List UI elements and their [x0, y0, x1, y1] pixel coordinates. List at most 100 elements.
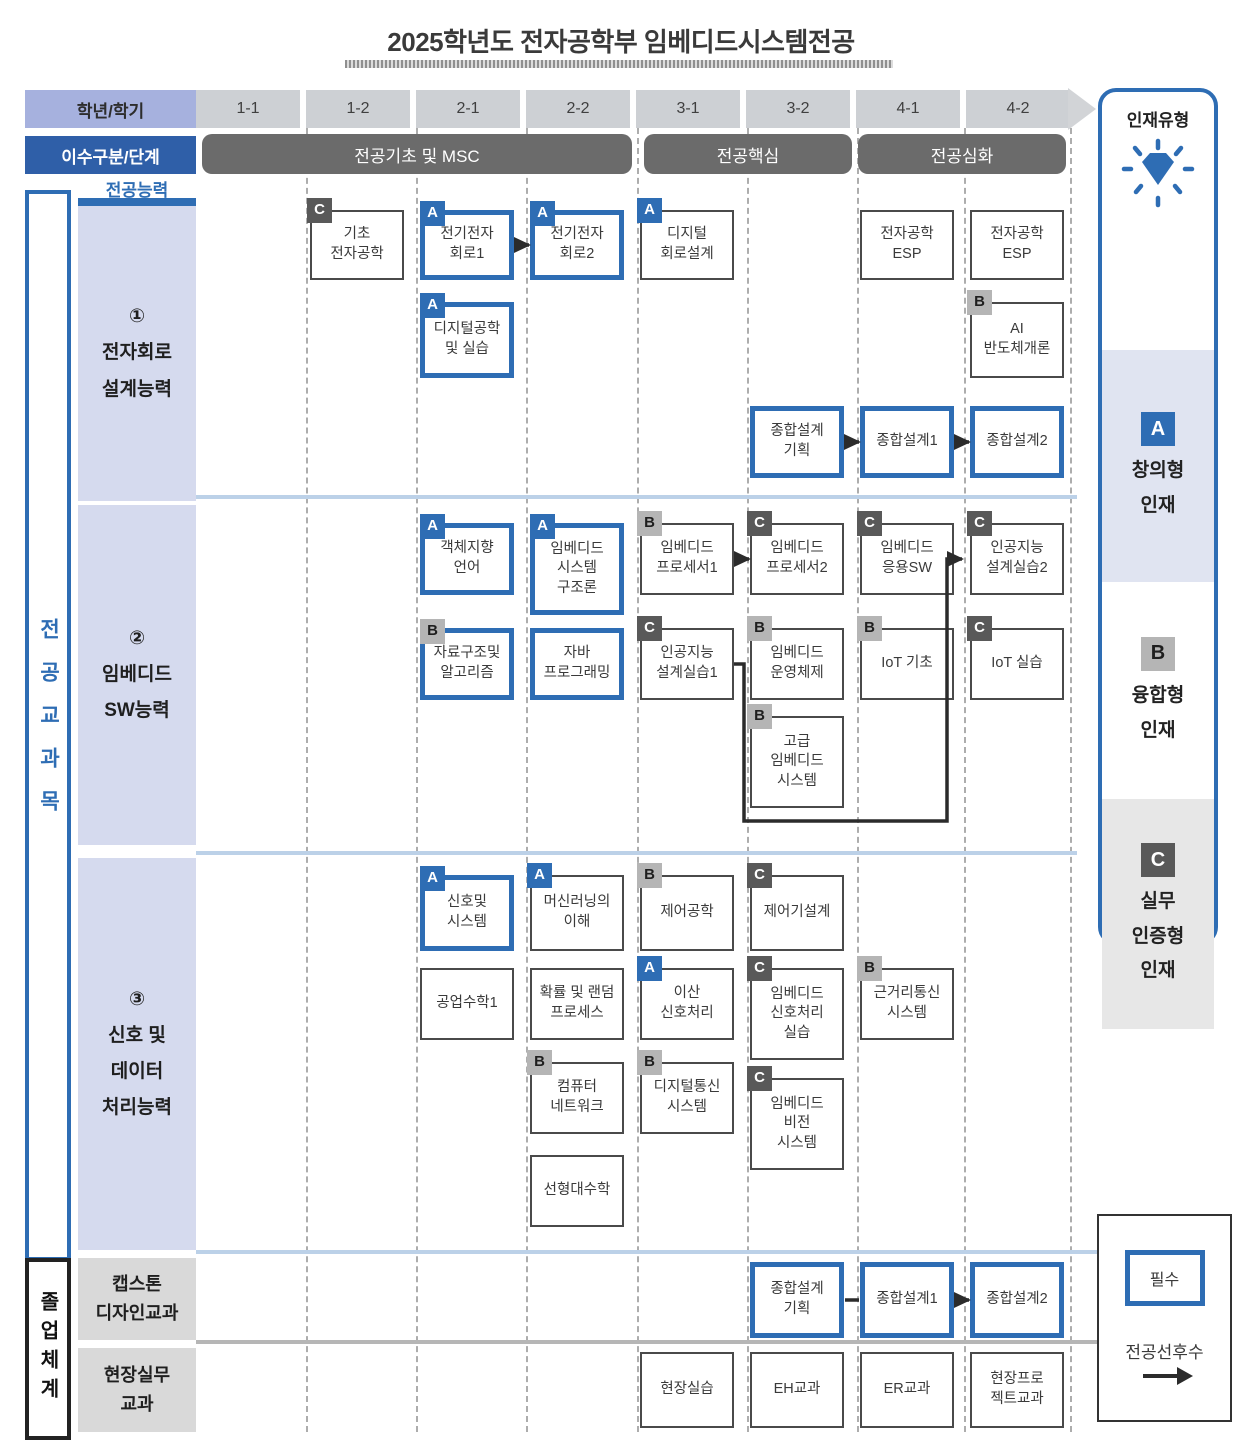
talent-badge-B: B	[637, 863, 662, 888]
talent-badge-A: A	[420, 201, 445, 226]
stage-bar-2: 전공핵심	[644, 134, 852, 174]
course-name-line: 임베디드	[880, 540, 934, 557]
column-divider	[416, 128, 418, 1432]
course-name-line: 설계실습2	[986, 560, 1048, 576]
course-name-line: 자료구조및	[433, 645, 501, 662]
prerequisite-key-label: 전공선후수	[1125, 1343, 1204, 1362]
course-name-line: 기획	[783, 443, 811, 459]
title-underline-hatch	[345, 60, 893, 68]
course-box-c43: ER교과	[860, 1352, 954, 1428]
semester-cell-3-2: 3-2	[746, 90, 850, 128]
course-name-line: 임베디드	[770, 753, 824, 770]
course-name-line: 임베디드	[550, 540, 604, 557]
course-name-line: 신호처리	[660, 1005, 714, 1021]
talent-badge-B: B	[857, 956, 882, 981]
diamond-icon	[1102, 136, 1214, 212]
talent-badge-B: B	[637, 1050, 662, 1075]
course-name-line: 이산	[673, 985, 701, 1002]
course-name-line: 프로세서2	[766, 560, 828, 576]
graduation-label-line: 현장실무	[103, 1365, 171, 1386]
course-name-line: EH교과	[773, 1381, 821, 1398]
talent-badge-C: C	[1141, 843, 1175, 878]
course-name-line: 임베디드	[770, 540, 824, 557]
course-name-line: 전자공학	[990, 226, 1044, 243]
course-name-line: 종합설계	[770, 423, 824, 440]
talent-badge-C: C	[967, 616, 992, 641]
course-name-line: 종합설계2	[986, 433, 1048, 450]
course-name-line: 시스템	[886, 1005, 928, 1021]
section-divider	[196, 851, 1077, 855]
talent-badge-C: C	[747, 863, 772, 888]
course-name-line: 및 실습	[444, 341, 490, 357]
course-name-line: 언어	[453, 560, 481, 576]
course-name-line: 젝트교과	[990, 1391, 1044, 1407]
course-name-line: ESP	[1002, 246, 1032, 262]
course-name-line: 이해	[563, 914, 591, 930]
course-name-line: 확률 및 랜덤	[539, 985, 615, 1002]
course-name-line: 시스템	[776, 1134, 818, 1151]
graduation-label-line: 교과	[120, 1394, 154, 1414]
graduation-sidebar: 졸업체계	[25, 1258, 71, 1440]
talent-badge-A: A	[527, 863, 552, 888]
course-name-line: 구조론	[556, 579, 598, 596]
course-box-c28: C 제어기설계	[747, 863, 844, 951]
talent-badge-B: B	[747, 616, 772, 641]
course-name-line: 프로그래밍	[543, 665, 611, 681]
column-divider	[747, 128, 749, 1432]
course-name-line: 공업수학1	[436, 995, 498, 1012]
course-name-line: 선형대수학	[543, 1182, 611, 1199]
page-title: 2025학년도 전자공학부 임베디드시스템전공	[387, 27, 855, 57]
course-name-line: 기획	[783, 1301, 811, 1317]
course-name-line: 제어기설계	[763, 904, 831, 921]
course-name-line: AI	[1010, 321, 1024, 338]
column-divider	[857, 128, 859, 1432]
talent-legend-title: 인재유형	[1126, 111, 1190, 130]
course-name-line: 설계실습1	[656, 665, 718, 681]
talent-badge-A: A	[530, 201, 555, 226]
course-name-line: 인공지능	[990, 540, 1044, 557]
course-name-line: 시스템	[556, 560, 598, 577]
section-label-line: 설계능력	[102, 378, 172, 400]
course-name-line: 전기전자	[440, 226, 494, 243]
course-name-line: 프로세스	[550, 1005, 604, 1021]
column-divider	[306, 128, 308, 1432]
course-name-line: 비전	[783, 1115, 811, 1132]
stage-row-label: 이수구분/단계	[25, 136, 196, 174]
course-name-line: 종합설계	[770, 1281, 824, 1298]
section-label-line: SW능력	[104, 700, 170, 722]
talent-badge-A: A	[530, 514, 555, 539]
talent-badge-B: B	[747, 704, 772, 729]
stage-bar-1: 전공기초 및 MSC	[202, 134, 632, 174]
course-name-line: 시스템	[446, 914, 488, 930]
talent-type-line: 창의형	[1131, 460, 1185, 482]
course-name-line: 제어공학	[660, 904, 714, 921]
column-divider	[1070, 128, 1072, 1432]
course-name-line: ER교과	[883, 1381, 931, 1398]
required-key-box: 필수	[1124, 1250, 1205, 1306]
course-box-c06: 전자공학 ESP	[970, 210, 1064, 280]
course-box-c10: 종합설계1	[860, 406, 954, 478]
